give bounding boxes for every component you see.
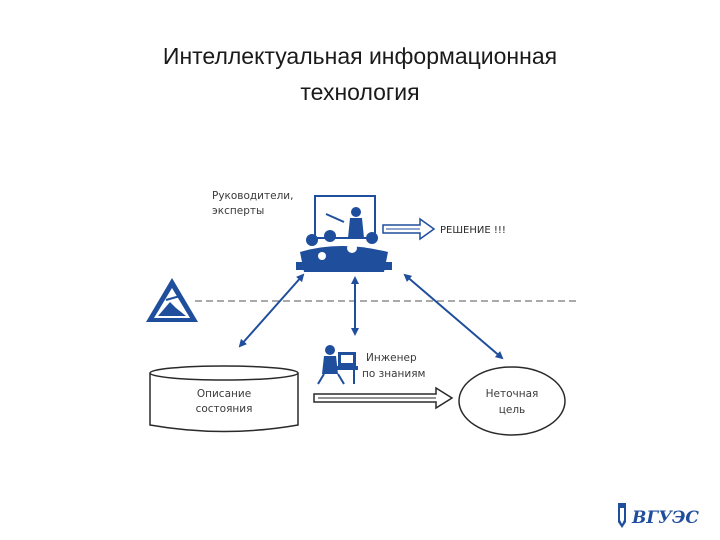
state-description-cylinder [149, 365, 299, 433]
slide-title-line-1: Интеллектуальная информационная [162, 43, 558, 69]
slide-title: Интеллектуальная информационная технолог… [60, 38, 660, 110]
state-label-line-2: состояния [196, 403, 253, 415]
arrow-managers-goal [403, 273, 504, 360]
state-label-line-1: Описание [197, 388, 251, 400]
slide-title-line-2: технология [300, 79, 420, 105]
arrow-managers-state [238, 273, 305, 348]
inexact-goal-ellipse [458, 366, 566, 436]
knowledge-engineer-icon [317, 345, 358, 385]
engineer-label-line-1: Инженер [366, 352, 417, 364]
goal-label-line-1: Неточная [486, 388, 539, 400]
logo-text: ВГУЭС [631, 508, 699, 528]
goal-label-line-2: цель [499, 404, 526, 416]
state-to-goal-arrow [313, 386, 454, 410]
decision-label: РЕШЕНИЕ !!! [440, 225, 506, 236]
engineer-label-line-2: по знаниям [362, 368, 425, 380]
managers-label-line-1: Руководители, [212, 190, 293, 202]
managers-meeting-icon [296, 195, 392, 272]
managers-label-line-2: эксперты [212, 205, 264, 217]
decision-arrow [382, 217, 436, 241]
university-logo: ВГУЭС [618, 503, 699, 528]
warning-sign-icon [146, 278, 198, 322]
